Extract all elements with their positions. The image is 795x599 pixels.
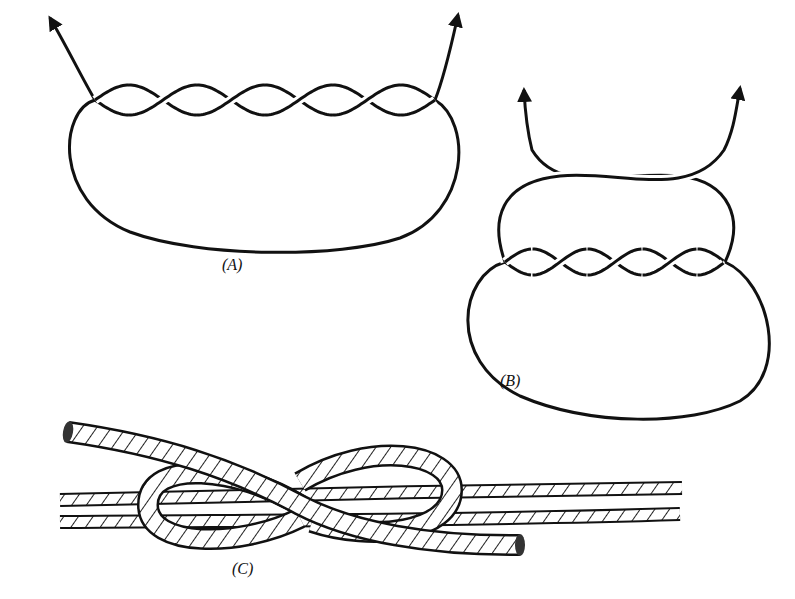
twist-segment	[333, 85, 401, 115]
twist-segment	[265, 85, 333, 115]
strand-loop	[468, 262, 769, 419]
twist-segment	[129, 85, 197, 115]
strand-end-arrow	[435, 15, 458, 100]
twist-segment	[533, 249, 587, 275]
knot-a	[50, 15, 459, 252]
twist-segment	[588, 249, 642, 275]
twist-segment	[533, 249, 587, 275]
twist-segment	[401, 100, 435, 115]
twist-segment	[401, 100, 435, 115]
twist-segment	[197, 85, 265, 115]
twist-segment	[643, 249, 697, 275]
twist-segment	[698, 263, 724, 275]
strand-end-arrow	[50, 18, 95, 100]
twist-segment	[95, 85, 129, 100]
twist-segment	[265, 85, 333, 115]
twist-segment	[129, 85, 197, 115]
twist-segment	[643, 249, 697, 275]
twist-segment	[95, 100, 129, 115]
twist-segment	[333, 85, 401, 115]
twist-segment	[197, 85, 265, 115]
strand-end-arrow	[499, 88, 740, 262]
figure-label: (C)	[232, 560, 253, 578]
twist-segment	[197, 85, 265, 115]
knot-b	[468, 88, 769, 419]
twist-segment	[333, 85, 401, 115]
figure-label: (B)	[500, 372, 520, 390]
rope-square-knot	[60, 420, 682, 556]
twist-segment	[698, 249, 724, 261]
twist-segment	[588, 249, 642, 275]
strand-halo	[499, 88, 740, 262]
twist-segment	[533, 249, 587, 275]
twist-strands	[95, 85, 724, 275]
twist-segment	[698, 263, 724, 275]
twist-segment	[265, 85, 333, 115]
twist-segment	[401, 85, 435, 100]
twist-segment	[505, 249, 531, 262]
twist-segment	[129, 85, 197, 115]
twist-segment	[95, 85, 129, 100]
strand-loop	[70, 100, 459, 252]
figure-label: (A)	[222, 256, 242, 274]
twist-segment	[588, 249, 642, 275]
twist-segment	[643, 249, 697, 275]
twist-segment	[505, 249, 531, 262]
